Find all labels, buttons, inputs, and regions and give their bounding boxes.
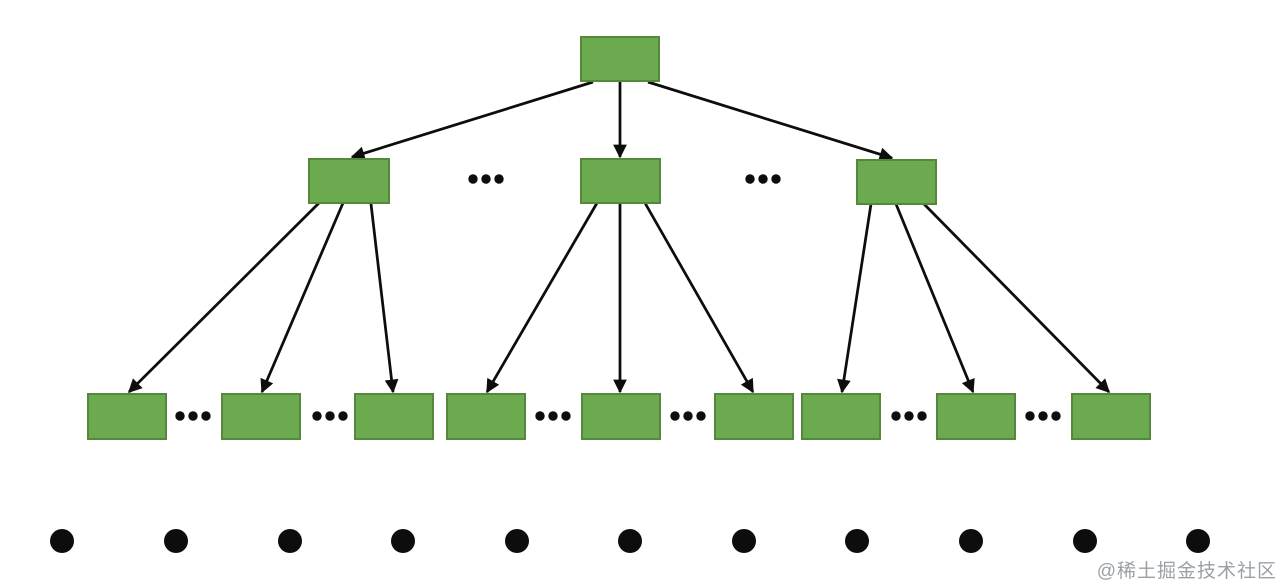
ellipsis-dot xyxy=(771,174,781,184)
ellipsis-dot xyxy=(745,174,755,184)
tree-node-internal-3 xyxy=(856,159,937,205)
edge-internal-3-to-leaf-7 xyxy=(837,203,873,394)
tree-node-leaf-5 xyxy=(581,393,661,440)
leaf-level-dot xyxy=(391,529,415,553)
leaf-level-dot xyxy=(505,529,529,553)
ellipsis-leaf-4/leaf-5 xyxy=(535,411,571,421)
ellipsis-dot xyxy=(1025,411,1035,421)
tree-node-leaf-4 xyxy=(446,393,526,440)
leaf-level-dot xyxy=(732,529,756,553)
ellipsis-dot xyxy=(561,411,571,421)
edge-internal-1-to-leaf-1 xyxy=(128,202,320,393)
leaf-level-dot xyxy=(959,529,983,553)
edge-root-to-internal-1 xyxy=(350,80,594,160)
ellipsis-leaf-5/leaf-6 xyxy=(670,411,706,421)
tree-node-leaf-8 xyxy=(936,393,1016,440)
ellipsis-dot xyxy=(904,411,914,421)
edge-internal-3-to-leaf-8 xyxy=(894,203,975,394)
omitted-leaves-dot-row xyxy=(50,529,1210,553)
ellipsis-dot xyxy=(1051,411,1061,421)
ellipsis-dot xyxy=(758,174,768,184)
leaf-level-dot xyxy=(1186,529,1210,553)
tree-node-internal-1 xyxy=(308,158,390,204)
edge-internal-3-to-leaf-9 xyxy=(923,203,1110,393)
ellipsis-dot xyxy=(917,411,927,421)
ellipsis-dot xyxy=(670,411,680,421)
ellipsis-dot xyxy=(535,411,545,421)
leaf-level-dot xyxy=(618,529,642,553)
ellipsis-dot xyxy=(481,174,491,184)
tree-node-leaf-7 xyxy=(801,393,881,440)
ellipsis-dot xyxy=(312,411,322,421)
ellipsis-leaf-8/leaf-9 xyxy=(1025,411,1061,421)
leaf-level-dot xyxy=(164,529,188,553)
ellipsis-dot xyxy=(188,411,198,421)
leaf-level-dot xyxy=(50,529,74,553)
ellipsis-dot xyxy=(683,411,693,421)
edge-internal-1-to-leaf-3 xyxy=(369,203,399,394)
tree-node-leaf-9 xyxy=(1071,393,1151,440)
tree-node-leaf-6 xyxy=(714,393,794,440)
ellipsis-dot xyxy=(175,411,185,421)
ellipsis-dot xyxy=(338,411,348,421)
edge-internal-2-to-leaf-6 xyxy=(643,202,755,394)
tree-node-internal-2 xyxy=(580,158,661,204)
ellipsis-dot xyxy=(696,411,706,421)
ellipsis-internal-2/internal-3 xyxy=(745,174,781,184)
edge-root-to-internal-3 xyxy=(647,80,894,161)
tree-node-root xyxy=(580,36,660,82)
ellipsis-dot xyxy=(1038,411,1048,421)
ellipsis-dot xyxy=(891,411,901,421)
tree-node-leaf-1 xyxy=(87,393,167,440)
edge-internal-1-to-leaf-2 xyxy=(260,202,345,394)
ellipsis-dot xyxy=(468,174,478,184)
ellipsis-dot xyxy=(494,174,504,184)
leaf-level-dot xyxy=(845,529,869,553)
tree-node-leaf-3 xyxy=(354,393,434,440)
watermark: @稀土掘金技术社区 xyxy=(1096,561,1277,582)
edge-internal-2-to-leaf-4 xyxy=(485,202,599,394)
ellipsis-dot xyxy=(325,411,335,421)
leaf-level-dot xyxy=(1073,529,1097,553)
tree-node-leaf-2 xyxy=(221,393,301,440)
ellipsis-internal-1/internal-2 xyxy=(468,174,504,184)
ellipsis-leaf-7/leaf-8 xyxy=(891,411,927,421)
leaf-level-dot xyxy=(278,529,302,553)
ellipsis-leaf-2/leaf-3 xyxy=(312,411,348,421)
ellipsis-dot xyxy=(201,411,211,421)
ellipsis-dot xyxy=(548,411,558,421)
ellipsis-leaf-1/leaf-2 xyxy=(175,411,211,421)
